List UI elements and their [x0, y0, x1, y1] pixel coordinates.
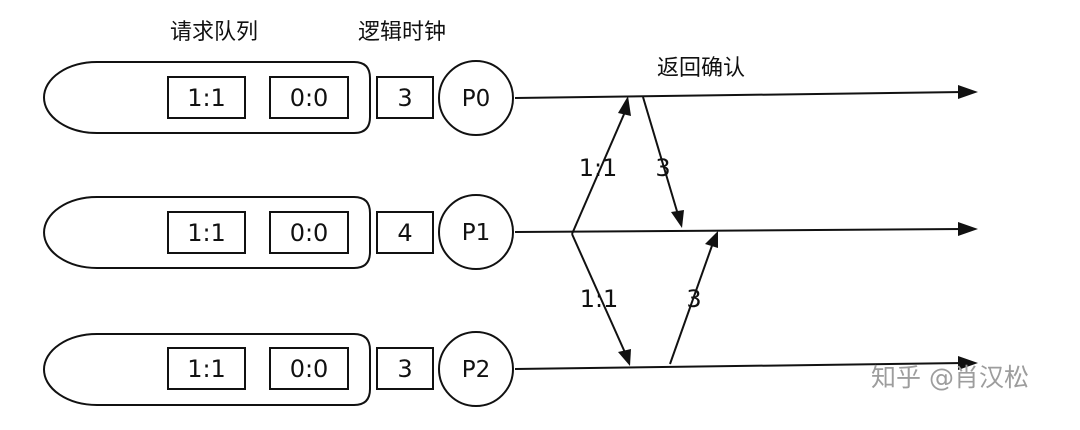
ack-header: 返回确认 — [657, 56, 745, 81]
p1-queue-entry-1-box — [167, 211, 246, 254]
watermark-text: 知乎 @肖汉松 — [871, 363, 1029, 392]
p0-process-label: P0 — [462, 86, 491, 112]
p1-queue-entry-1: 1:1 — [187, 219, 226, 247]
p1-process-label: P1 — [462, 220, 491, 246]
p0-queue-entry-2: 0:0 — [290, 84, 329, 112]
p2-queue-entry-2: 0:0 — [290, 355, 329, 383]
p2-logical-clock: 3 — [397, 355, 412, 383]
p0-process-node — [438, 60, 514, 136]
p0-queue-entry-1-box — [167, 76, 246, 119]
p0-queue-entry-1: 1:1 — [187, 84, 226, 112]
p1-timeline-arrowhead — [958, 222, 978, 236]
request-arrow-p1-to-p2-head — [618, 349, 631, 366]
ack-label-p2-to-p1: 3 — [686, 285, 701, 313]
p2-queue-entry-2-box — [269, 347, 349, 390]
p1-queue-entry-2: 0:0 — [290, 219, 329, 247]
request-label-p1-to-p0: 1:1 — [579, 154, 618, 182]
p0-queue-entry-2-box — [269, 76, 349, 119]
request-arrow-p1-to-p0 — [571, 104, 629, 235]
messages-p0-p1: 1:1 3 — [571, 96, 684, 235]
messages-p1-p2: 1:1 3 — [571, 231, 718, 366]
p2-timeline-arrowhead — [958, 356, 978, 370]
p0-logical-clock: 3 — [397, 84, 412, 112]
request-label-p1-to-p2: 1:1 — [580, 285, 619, 313]
ack-arrow-p0-to-p1 — [642, 96, 680, 219]
p1-logical-clock-box — [376, 211, 434, 254]
ack-arrow-p0-to-p1-head — [671, 210, 684, 228]
p2-queue-entry-1: 1:1 — [187, 355, 226, 383]
p1-logical-clock: 4 — [397, 219, 412, 247]
p1-timeline — [514, 228, 965, 233]
p0-timeline — [514, 91, 965, 99]
p0-timeline-arrowhead — [958, 85, 978, 99]
process-row-p0: 1:1 0:0 3 P0 — [43, 60, 978, 136]
watermark: 知乎 @肖汉松 — [871, 363, 1029, 392]
ack-label-p0-to-p1: 3 — [655, 154, 670, 182]
p1-process-node — [438, 194, 514, 270]
p2-process-node — [438, 331, 514, 407]
p2-logical-clock-box — [376, 347, 434, 390]
p0-logical-clock-box — [376, 76, 434, 119]
clock-header: 逻辑时钟 — [358, 20, 446, 45]
p2-process-label: P2 — [462, 357, 491, 383]
p1-queue-entry-2-box — [269, 211, 349, 254]
process-row-p1: 1:1 0:0 4 P1 — [43, 194, 978, 270]
request-arrow-p1-to-p0-head — [618, 96, 631, 116]
p2-queue-entry-1-box — [167, 347, 246, 390]
process-row-p2: 1:1 0:0 3 P2 — [43, 331, 978, 407]
queue-header: 请求队列 — [170, 20, 258, 45]
request-arrow-p1-to-p2 — [571, 233, 628, 358]
ack-arrow-p2-to-p1-head — [705, 231, 718, 248]
p2-timeline — [514, 362, 965, 370]
ack-arrow-p2-to-p1 — [669, 239, 715, 365]
